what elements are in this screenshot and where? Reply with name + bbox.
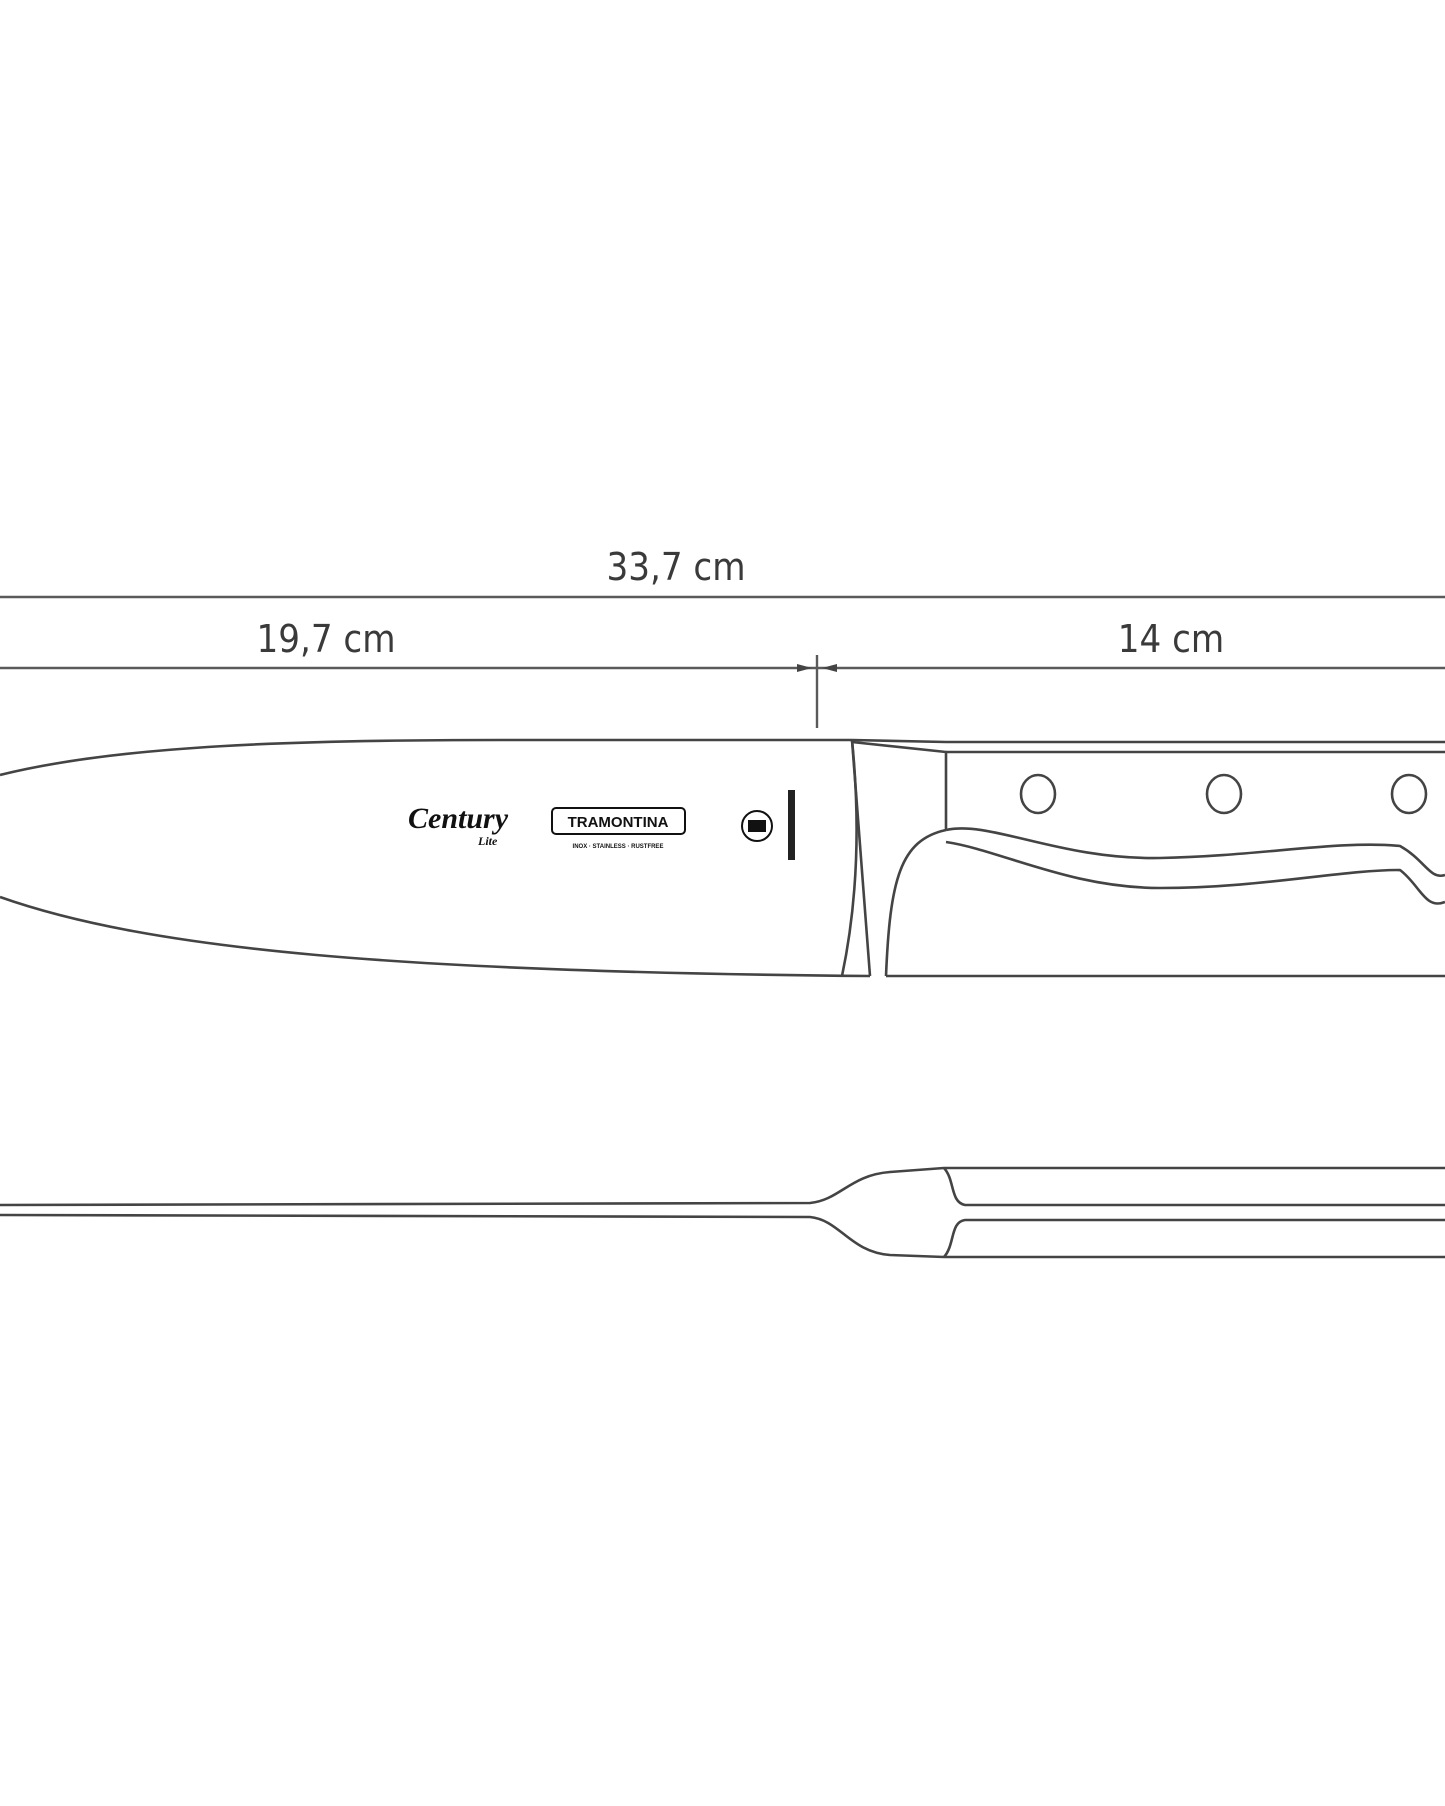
- century-lite-logo: Lite: [477, 834, 498, 848]
- made-in-brazil-stamp: [788, 790, 795, 860]
- blade-bolster-line-2: [850, 739, 872, 977]
- rivet-3: [1390, 773, 1428, 815]
- seal-mark: [748, 820, 766, 832]
- knife-side-view: [0, 1166, 1445, 1259]
- knife-top-view: Century Lite TRAMONTINA INOX · STAINLESS…: [0, 738, 1445, 978]
- total-length-label: 33,7 cm: [606, 545, 745, 589]
- certification-seal: [741, 810, 773, 842]
- material-text: INOX · STAINLESS · RUSTFREE: [573, 844, 664, 850]
- side-scale-bottom: [942, 1218, 1445, 1258]
- handle-finger-curve: [945, 827, 1445, 878]
- tramontina-logo-box: [551, 807, 686, 835]
- bolster-heel: [884, 828, 947, 977]
- rivet-2: [1205, 773, 1243, 815]
- side-spine-top: [0, 1166, 1445, 1207]
- blade-edge: [0, 895, 871, 978]
- handle-top-line: [851, 738, 1445, 744]
- rivet-1: [1019, 773, 1057, 815]
- side-scale-top: [942, 1167, 1445, 1207]
- split-arrows: [797, 664, 837, 672]
- bolster-face: [851, 740, 948, 830]
- handle-finger-curve-inner: [945, 840, 1445, 905]
- tramontina-logo: TRAMONTINA: [568, 814, 669, 831]
- handle-length-label: 14 cm: [1118, 617, 1224, 661]
- century-logo: Century: [408, 802, 509, 835]
- blade-spine: [0, 738, 852, 777]
- blade-length-label: 19,7 cm: [256, 617, 395, 661]
- side-spine-bottom: [0, 1213, 1445, 1259]
